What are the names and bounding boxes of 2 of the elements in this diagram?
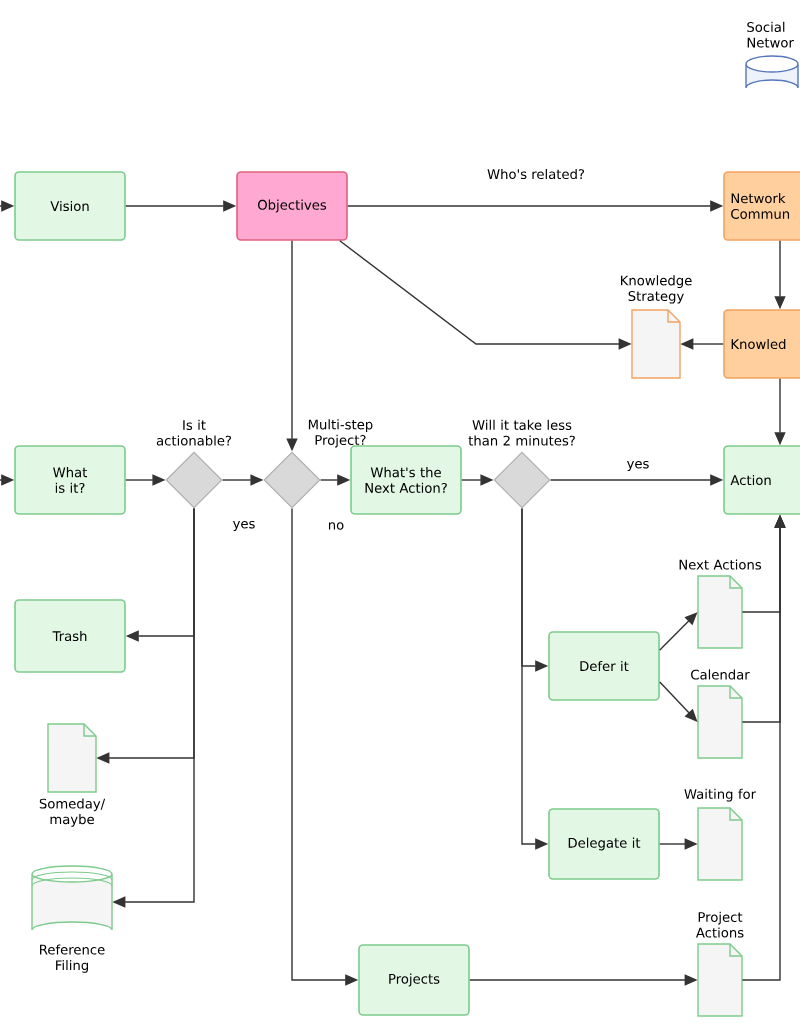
arrow (659, 612, 698, 651)
arrow (659, 681, 698, 722)
